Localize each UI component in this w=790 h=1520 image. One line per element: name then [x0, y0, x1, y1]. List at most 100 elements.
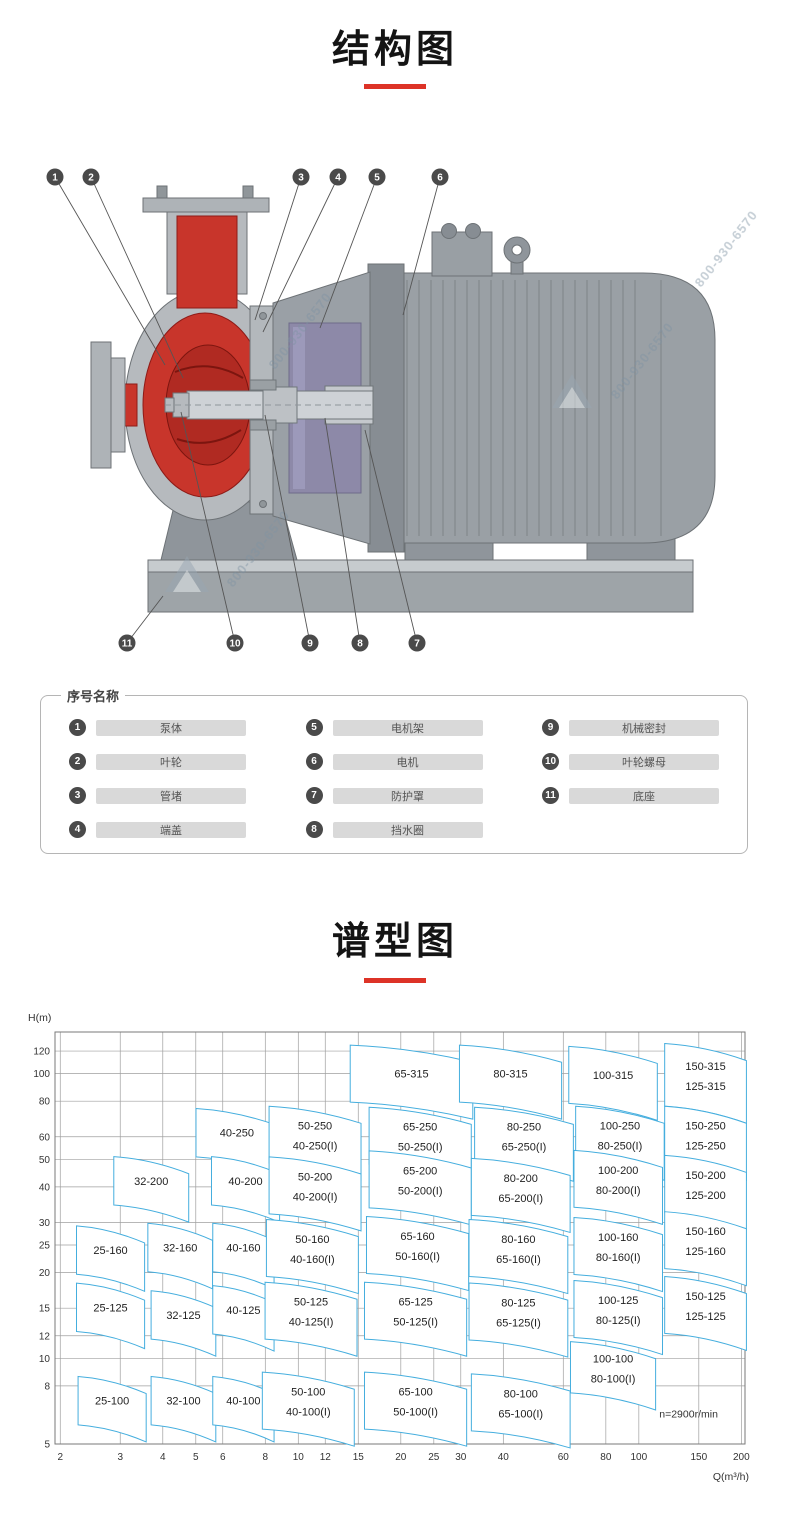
chart-region [265, 1219, 359, 1295]
item-label: 叶轮 [96, 753, 246, 770]
chart-region [664, 1275, 747, 1352]
motor-endbell [367, 263, 405, 553]
chart-region-label: 65-100 [398, 1387, 432, 1399]
cover-bolt [259, 500, 267, 508]
x-tick-label: 100 [630, 1452, 647, 1463]
callout-number: 7 [414, 639, 420, 650]
callout-number: 5 [374, 173, 380, 184]
y-tick-label: 20 [39, 1268, 51, 1279]
callout-line [54, 176, 166, 366]
y-tick-label: 40 [39, 1182, 51, 1193]
chart-region-label: 80-200 [504, 1173, 538, 1185]
x-axis-label: Q(m³/h) [713, 1471, 749, 1483]
x-tick-label: 12 [320, 1452, 332, 1463]
chart-region [349, 1044, 474, 1120]
chart-region-label: 80-250(I) [598, 1141, 643, 1153]
chart-region-label: 40-100(I) [286, 1407, 331, 1419]
chart-region-label: 25-160 [93, 1245, 127, 1257]
chart-region-label: 80-200(I) [596, 1185, 641, 1197]
chart-region-label: 125-250 [685, 1141, 725, 1153]
item-label: 电机 [332, 753, 483, 770]
item-number-badge: 10 [542, 753, 559, 770]
callout-line [319, 176, 378, 329]
chart-region [573, 1217, 664, 1293]
chart-region-label: 100-100 [593, 1353, 633, 1365]
y-tick-label: 5 [44, 1440, 50, 1451]
item-number-badge: 11 [542, 787, 559, 804]
chart-region-label: 32-100 [166, 1396, 200, 1408]
y-tick-label: 15 [39, 1304, 51, 1315]
chart-region [664, 1211, 747, 1287]
item-label: 管堵 [96, 787, 246, 804]
callout-number-badge [431, 168, 449, 186]
item-label: 叶轮螺母 [569, 753, 719, 770]
chart-region [77, 1375, 147, 1443]
chart-region-label: 40-100 [226, 1396, 260, 1408]
legend-item: 11 底座 [542, 787, 719, 804]
motor-fins [382, 280, 636, 536]
chart-region [212, 1375, 275, 1443]
cover-bolt [259, 312, 267, 320]
chart-region-label: 40-200(I) [293, 1191, 338, 1203]
chart-region-label: 150-160 [685, 1226, 725, 1238]
callout-number: 2 [88, 173, 94, 184]
chart-region-label: 150-315 [685, 1061, 725, 1073]
chart-region-label: 65-200 [403, 1165, 437, 1177]
y-tick-label: 25 [39, 1241, 51, 1252]
callout-line [180, 411, 236, 644]
chart-region [113, 1156, 190, 1223]
callout-number: 10 [229, 639, 241, 650]
chart-region-label: 50-160 [295, 1234, 329, 1246]
motor [367, 223, 716, 553]
chart-region-label: 100-250 [600, 1121, 640, 1133]
chart-region [468, 1282, 569, 1358]
chart-region-label: 50-125 [294, 1297, 328, 1309]
x-tick-label: 6 [220, 1452, 226, 1463]
speed-annotation: n=2900r/min [659, 1408, 718, 1420]
item-label: 端盖 [96, 821, 246, 838]
pump-base [147, 559, 694, 613]
chart-region-label: 125-315 [685, 1081, 725, 1093]
watermark-text: 800-930-6570 [692, 207, 761, 289]
chart-region-label: 40-250 [220, 1128, 254, 1140]
pump-shaft [164, 379, 374, 431]
callout-line [264, 414, 311, 644]
item-label: 底座 [569, 787, 719, 804]
x-tick-label: 200 [733, 1452, 750, 1463]
callout-number-badge [351, 634, 369, 652]
legend-item: 2 叶轮 [69, 753, 246, 770]
chart-region [363, 1371, 468, 1447]
x-tick-label: 8 [263, 1452, 269, 1463]
chart-region-label: 150-200 [685, 1170, 725, 1182]
chart-region-label: 65-125 [398, 1297, 432, 1309]
chart-region-label: 125-200 [685, 1190, 725, 1202]
chart-region-label: 25-125 [93, 1302, 127, 1314]
chart-region [458, 1044, 563, 1120]
chart-region-label: 65-160 [400, 1231, 434, 1243]
chart-region-label: 50-160(I) [395, 1251, 440, 1263]
chart-region-label: 125-125 [685, 1311, 725, 1323]
chart-region-label: 50-250 [298, 1121, 332, 1133]
chart-region [568, 1045, 658, 1122]
chart-region [470, 1157, 571, 1234]
conduit-boss [441, 223, 457, 239]
y-tick-label: 60 [39, 1132, 51, 1143]
pump-structure-diagram: 800-930-6570 800-930-6570 800-930-6570 8… [46, 168, 761, 652]
x-tick-label: 2 [57, 1452, 63, 1463]
callout-number: 4 [335, 173, 341, 184]
discharge-passage [176, 215, 238, 309]
chart-region-label: 32-200 [134, 1176, 168, 1188]
chart-region [470, 1373, 571, 1449]
callout-number-badge [46, 168, 64, 186]
chart-region-label: 50-200(I) [398, 1185, 443, 1197]
chart-region-label: 50-125(I) [393, 1317, 438, 1329]
chart-region [573, 1149, 664, 1226]
item-number-badge: 9 [542, 719, 559, 736]
item-number-badge: 2 [69, 753, 86, 770]
callout-line [402, 176, 441, 316]
chart-region [363, 1281, 468, 1357]
